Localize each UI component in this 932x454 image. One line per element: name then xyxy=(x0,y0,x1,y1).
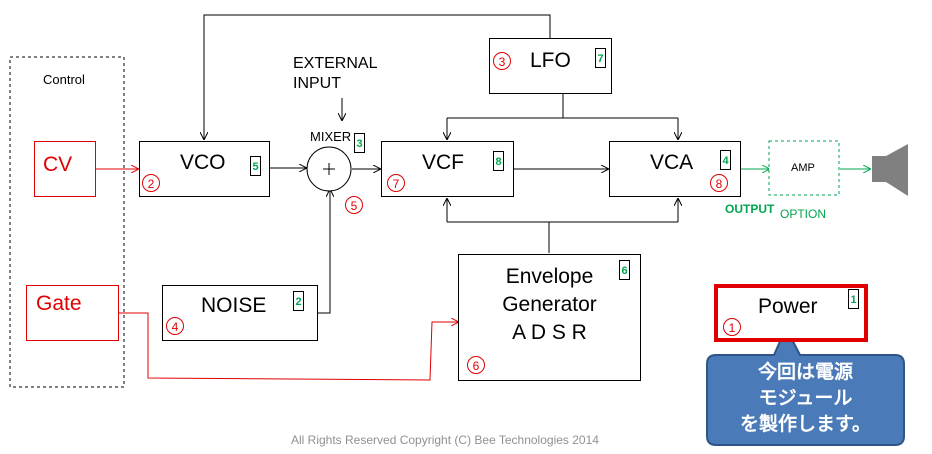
cv-label: CV xyxy=(43,153,73,176)
envelope-line3: A D S R xyxy=(512,321,587,344)
callout-line1: 今回は電源 xyxy=(757,362,853,383)
noise-box: NOISE 2 xyxy=(162,285,318,341)
envelope-number: 6 xyxy=(467,356,485,374)
envelope-label: Envelope Generator A D S R xyxy=(459,263,640,347)
vca-badge: 4 xyxy=(720,150,731,170)
power-badge: 1 xyxy=(848,289,859,309)
mixer-label: MIXER xyxy=(310,129,352,144)
line-noise-to-mixer xyxy=(318,190,330,314)
copyright-footer: All Rights Reserved Copyright (C) Bee Te… xyxy=(291,433,599,447)
vcf-number: 7 xyxy=(387,174,405,192)
power-number: 1 xyxy=(723,318,741,336)
external-input-line2: INPUT xyxy=(293,75,341,92)
line-gate-to-envelope xyxy=(119,312,458,381)
vco-badge: 5 xyxy=(250,156,261,176)
vcf-badge: 8 xyxy=(493,151,504,171)
callout-line2: モジュール xyxy=(758,388,853,409)
vca-label: VCA xyxy=(650,151,694,174)
callout-text: 今回は電源 モジュール を製作します。 xyxy=(707,360,904,438)
external-input-line1: EXTERNAL xyxy=(293,55,378,72)
speaker-icon xyxy=(872,144,908,196)
noise-label: NOISE xyxy=(201,294,267,317)
envelope-badge: 6 xyxy=(619,260,630,280)
vco-label: VCO xyxy=(180,151,226,174)
control-frame xyxy=(9,56,125,388)
vco-box: VCO 5 xyxy=(139,141,270,197)
vco-number: 2 xyxy=(142,174,160,192)
noise-number: 4 xyxy=(166,317,184,335)
noise-badge: 2 xyxy=(293,291,304,311)
lfo-badge: 7 xyxy=(595,48,606,68)
power-label: Power xyxy=(758,295,818,318)
mixer-badge: 3 xyxy=(354,133,365,153)
output-label: OUTPUT xyxy=(725,202,775,216)
gate-box: Gate xyxy=(26,285,119,341)
power-box: Power 1 1 xyxy=(714,284,868,342)
gate-label: Gate xyxy=(36,292,82,315)
mixer-number: 5 xyxy=(345,196,363,214)
amp-label: AMP xyxy=(791,162,815,174)
envelope-line2: Generator xyxy=(502,293,597,316)
amp-option-label: OPTION xyxy=(780,207,827,221)
lfo-label: LFO xyxy=(530,49,571,72)
callout-bubble xyxy=(706,325,905,446)
lfo-number: 3 xyxy=(493,52,511,70)
external-input-label: EXTERNAL INPUT xyxy=(293,54,377,94)
envelope-box: Envelope Generator A D S R 6 xyxy=(458,254,641,381)
control-title: Control xyxy=(43,72,85,87)
vcf-label: VCF xyxy=(422,151,464,174)
amp-frame xyxy=(768,140,840,196)
lfo-box: LFO 7 xyxy=(489,38,612,94)
vca-number: 8 xyxy=(710,174,728,192)
envelope-line1: Envelope xyxy=(505,265,594,288)
callout-line3: を製作します。 xyxy=(739,414,872,435)
cv-box: CV xyxy=(34,141,96,197)
line-lfo-to-vco xyxy=(204,14,551,139)
